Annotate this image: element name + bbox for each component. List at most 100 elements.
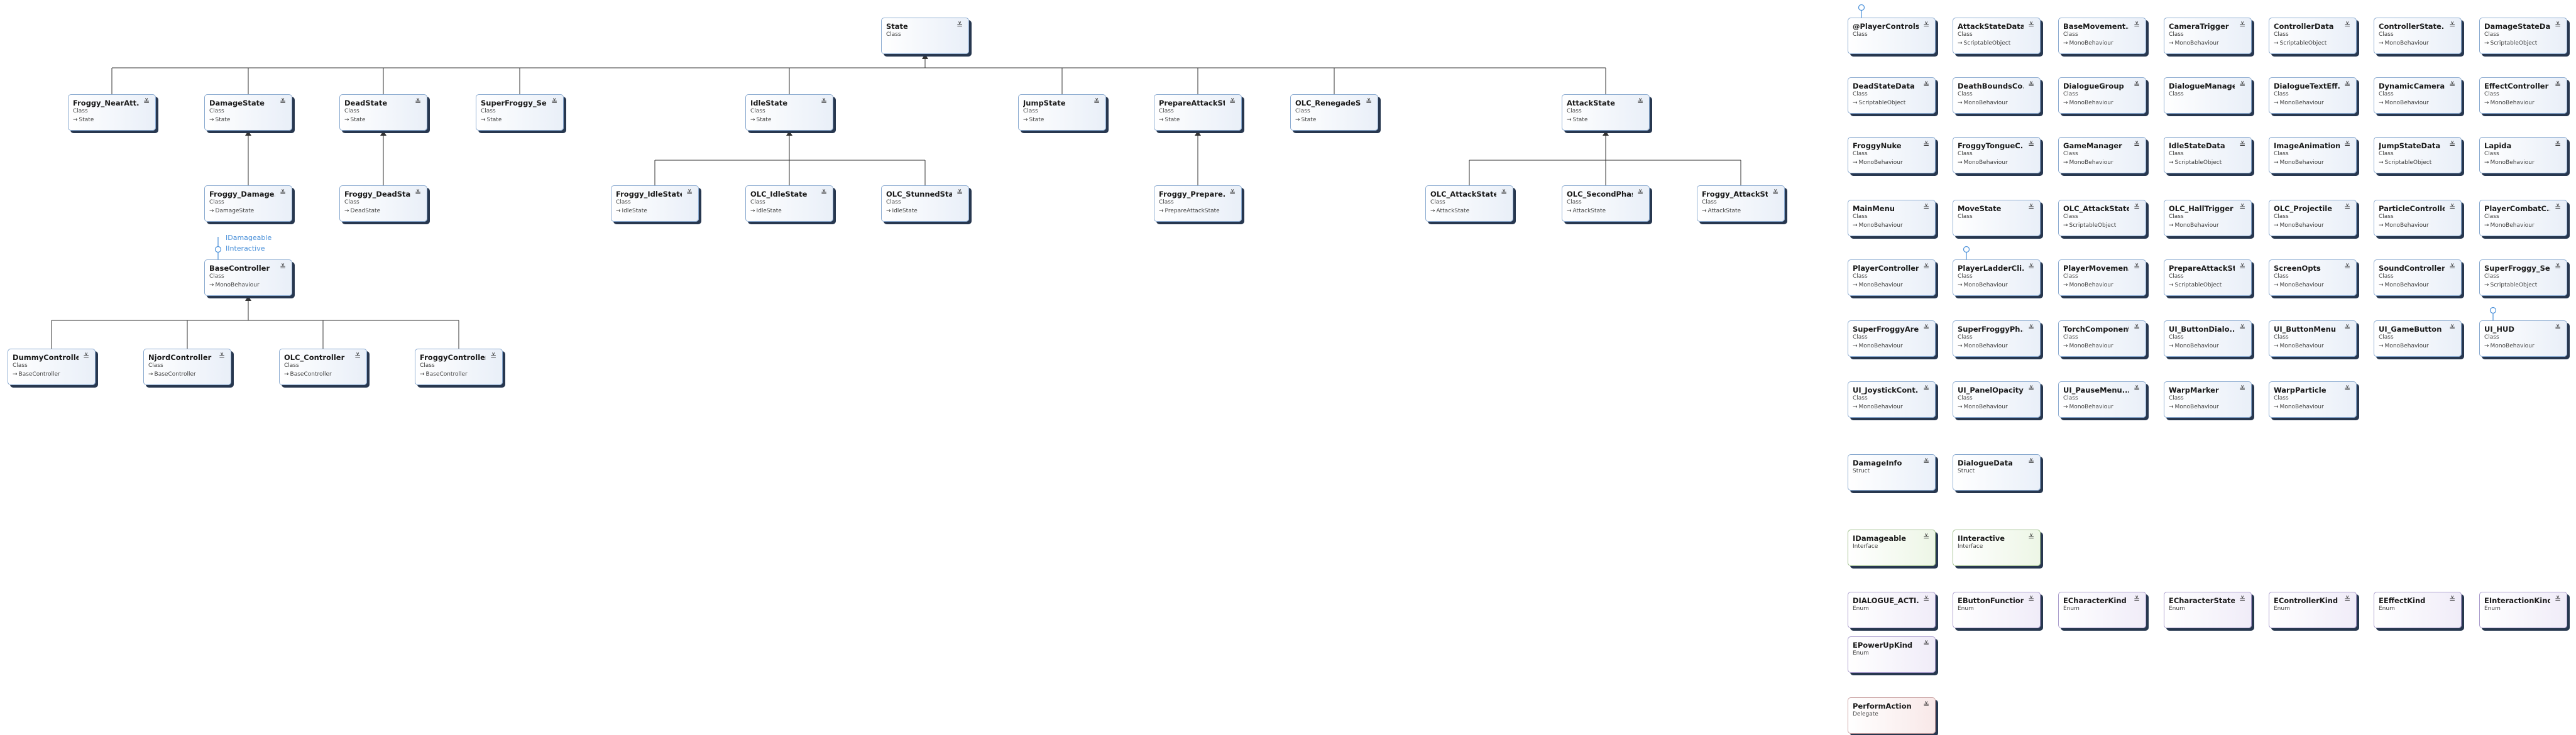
chevron-down-icon[interactable]: ≚ [551,97,558,106]
type-box-prepareattackst-55[interactable]: PrepareAttackSt...Class→ScriptableObject… [2164,259,2252,296]
chevron-down-icon[interactable]: ≚ [2133,324,2140,332]
chevron-down-icon[interactable]: ≚ [2239,21,2246,30]
chevron-down-icon[interactable]: ≚ [2343,21,2351,30]
chevron-down-icon[interactable]: ≚ [1365,97,1373,106]
chevron-down-icon[interactable]: ≚ [2343,263,2351,271]
chevron-down-icon[interactable]: ≚ [279,263,287,271]
chevron-down-icon[interactable]: ≚ [2133,595,2140,604]
chevron-down-icon[interactable]: ≚ [2239,263,2246,271]
type-box-playerladdercli-53[interactable]: PlayerLadderCli...Class→MonoBehaviour≚ [1953,259,2041,296]
chevron-down-icon[interactable]: ≚ [2448,80,2456,89]
chevron-down-icon[interactable]: ≚ [820,188,828,197]
chevron-down-icon[interactable]: ≚ [820,97,828,106]
chevron-down-icon[interactable]: ≚ [2027,140,2035,149]
chevron-down-icon[interactable]: ≚ [1636,97,1644,106]
chevron-down-icon[interactable]: ≚ [2343,324,2351,332]
chevron-down-icon[interactable]: ≚ [2448,203,2456,212]
chevron-down-icon[interactable]: ≚ [2133,80,2140,89]
chevron-down-icon[interactable]: ≚ [2027,21,2035,30]
implemented-interface-name[interactable]: IDamageable [226,234,272,242]
chevron-down-icon[interactable]: ≚ [1229,97,1236,106]
chevron-down-icon[interactable]: ≚ [2448,140,2456,149]
chevron-down-icon[interactable]: ≚ [143,97,150,106]
type-box-ui-pausemenu-68[interactable]: UI_PauseMenu...Class→MonoBehaviour≚ [2058,381,2146,418]
chevron-down-icon[interactable]: ≚ [1922,595,1930,604]
chevron-down-icon[interactable]: ≚ [82,352,90,361]
chevron-down-icon[interactable]: ≚ [2343,203,2351,212]
type-box-froggy-prepare-15[interactable]: Froggy_Prepare...Class→PrepareAttackStat… [1154,185,1242,222]
chevron-down-icon[interactable]: ≚ [2239,595,2246,604]
chevron-down-icon[interactable]: ≚ [2027,457,2035,466]
chevron-down-icon[interactable]: ≚ [1922,533,1930,542]
chevron-down-icon[interactable]: ≚ [414,97,422,106]
chevron-down-icon[interactable]: ≚ [2554,140,2562,149]
chevron-down-icon[interactable]: ≚ [279,97,287,106]
chevron-down-icon[interactable]: ≚ [2343,140,2351,149]
chevron-down-icon[interactable]: ≚ [1229,188,1236,197]
chevron-down-icon[interactable]: ≚ [490,352,497,361]
chevron-down-icon[interactable]: ≚ [2027,324,2035,332]
chevron-down-icon[interactable]: ≚ [1922,140,1930,149]
type-box-playercombatc-51[interactable]: PlayerCombatC...Class→MonoBehaviour≚ [2479,200,2567,236]
chevron-down-icon[interactable]: ≚ [1500,188,1508,197]
chevron-down-icon[interactable]: ≚ [686,188,693,197]
chevron-down-icon[interactable]: ≚ [1922,324,1930,332]
chevron-down-icon[interactable]: ≚ [2239,384,2246,393]
type-box-ui-joystickcont-66[interactable]: UI_JoystickCont...Class→MonoBehaviour≚ [1848,381,1936,418]
type-box-damagestatedata-30[interactable]: DamageStateDataClass→ScriptableObject≚ [2479,18,2567,54]
chevron-down-icon[interactable]: ≚ [1922,384,1930,393]
chevron-down-icon[interactable]: ≚ [2027,384,2035,393]
type-box-froggy-attackst-18[interactable]: Froggy_AttackSt...Class→AttackState≚ [1697,185,1785,222]
chevron-down-icon[interactable]: ≚ [1922,80,1930,89]
type-box-superfroggy-se-4[interactable]: SuperFroggy_Se...Class→State≚ [476,94,564,131]
chevron-down-icon[interactable]: ≚ [2133,384,2140,393]
type-box-ui-buttondialo-62[interactable]: UI_ButtonDialo...Class→MonoBehaviour≚ [2164,320,2252,357]
type-box-superfroggyare-59[interactable]: SuperFroggyAre...Class→MonoBehaviour≚ [1848,320,1936,357]
type-box-froggy-nearatt-1[interactable]: Froggy_NearAtt...Class→State≚ [68,94,156,131]
type-box-froggy-damage-10[interactable]: Froggy_Damage...Class→DamageState≚ [204,185,292,222]
chevron-down-icon[interactable]: ≚ [2343,595,2351,604]
chevron-down-icon[interactable]: ≚ [2027,533,2035,542]
type-box-superfroggy-se-58[interactable]: SuperFroggy_Se...Class→ScriptableObject≚ [2479,259,2567,296]
chevron-down-icon[interactable]: ≚ [2239,203,2246,212]
type-box-olc-secondphase-17[interactable]: OLC_SecondPhaseClass→AttackState≚ [1562,185,1650,222]
chevron-down-icon[interactable]: ≚ [2448,324,2456,332]
chevron-down-icon[interactable]: ≚ [2554,80,2562,89]
